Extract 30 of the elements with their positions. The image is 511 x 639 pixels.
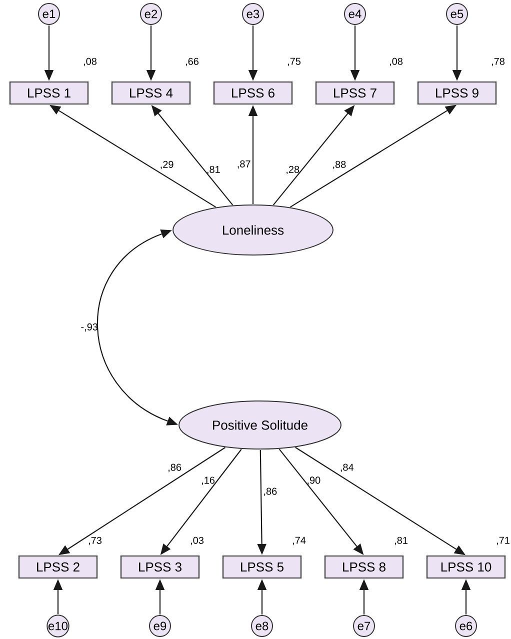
- r-squared-value: ,73: [88, 536, 102, 546]
- edge-label: ,87: [238, 160, 250, 169]
- r-squared-value: ,71: [496, 536, 510, 546]
- indicator-box: LPSS 4: [111, 81, 191, 105]
- indicator-box: LPSS 1: [9, 81, 89, 105]
- indicator-box: LPSS 9: [417, 81, 497, 105]
- r-squared-value: ,08: [390, 58, 403, 66]
- indicator-box: LPSS 10: [426, 555, 506, 579]
- edge-label: ,28: [286, 166, 300, 174]
- edge-label: ,90: [308, 476, 320, 485]
- edge-label: ,16: [202, 476, 215, 485]
- indicator-box: LPSS 2: [18, 555, 98, 579]
- edge-label: ,29: [160, 160, 174, 170]
- r-squared-value: ,81: [394, 536, 408, 546]
- r-squared-value: ,08: [84, 58, 97, 66]
- r-squared-value: ,75: [288, 58, 301, 66]
- r-squared-value: ,66: [186, 58, 199, 66]
- r-squared-value: ,03: [190, 536, 204, 546]
- edge-label: ,84: [340, 464, 354, 472]
- edge-label: ,88: [333, 160, 346, 170]
- indicator-box: LPSS 8: [324, 555, 404, 579]
- indicator-box: LPSS 7: [315, 81, 395, 105]
- edge-label: ,86: [168, 464, 182, 472]
- indicator-box: LPSS 6: [213, 81, 293, 105]
- indicator-box: LPSS 3: [120, 555, 200, 579]
- edge-label: ,81: [207, 166, 220, 174]
- indicator-box: LPSS 5: [222, 555, 302, 579]
- edge-label: ,86: [264, 488, 277, 496]
- r-squared-value: ,78: [492, 58, 505, 66]
- r-squared-value: ,74: [292, 536, 306, 546]
